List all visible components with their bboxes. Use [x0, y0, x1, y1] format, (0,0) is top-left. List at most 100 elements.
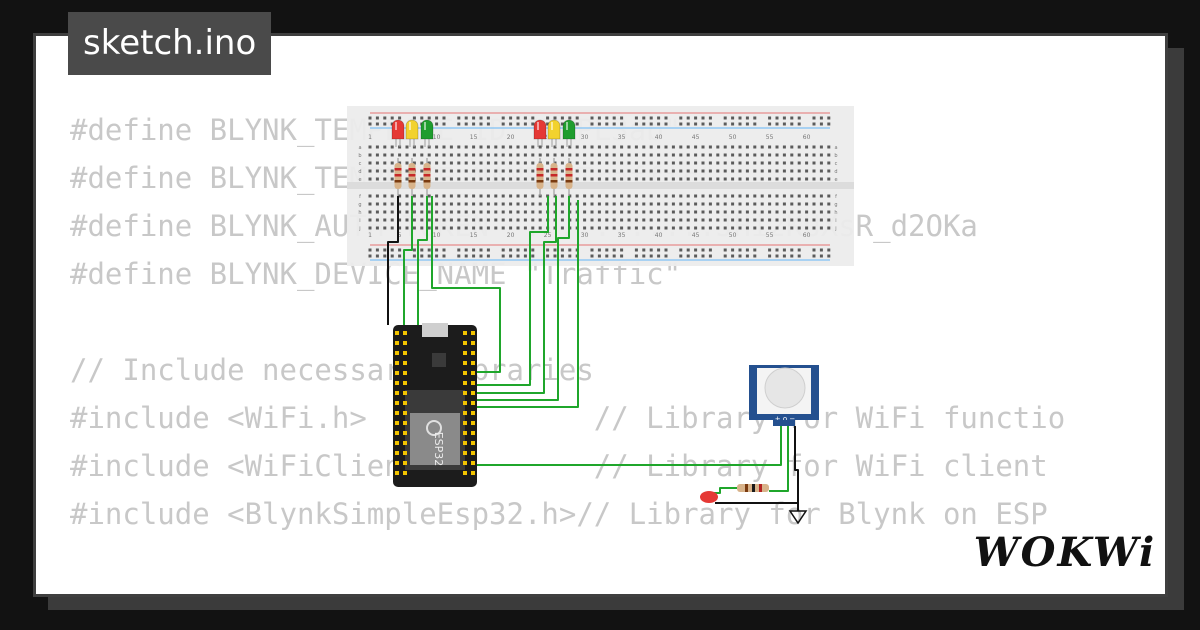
breadboard-hole: [782, 194, 786, 198]
breadboard-hole: [620, 177, 624, 181]
esp32-board[interactable]: ESP32: [393, 323, 477, 487]
breadboard-hole: [716, 153, 720, 157]
esp32-pin: [471, 381, 475, 385]
breadboard-hole: [671, 169, 675, 173]
column-number: 20: [507, 134, 515, 141]
rail-hole: [701, 248, 705, 252]
rail-hole: [642, 122, 646, 126]
breadboard-hole: [368, 169, 372, 173]
column-number: 15: [470, 232, 478, 239]
breadboard-hole: [597, 210, 601, 214]
breadboard-hole: [642, 218, 646, 222]
rail-hole: [775, 122, 779, 126]
pir-pin-strip: [773, 420, 795, 426]
breadboard-hole: [731, 177, 735, 181]
breadboard-hole: [738, 226, 742, 230]
rail-hole: [464, 254, 468, 258]
esp32-pin: [471, 341, 475, 345]
breadboard-hole: [597, 169, 601, 173]
breadboard-hole: [494, 177, 498, 181]
breadboard-hole: [819, 226, 823, 230]
breadboard-hole: [523, 194, 527, 198]
breadboard-hole: [420, 210, 424, 214]
row-letter: j: [834, 226, 836, 232]
resistor-band: [423, 168, 431, 171]
breadboard-hole: [775, 153, 779, 157]
breadboard-hole: [472, 145, 476, 149]
resistor-band: [565, 168, 573, 171]
rail-hole: [664, 248, 668, 252]
column-number: 15: [470, 134, 478, 141]
breadboard-hole: [368, 177, 372, 181]
esp32-pin: [403, 421, 407, 425]
resistor-band: [745, 484, 748, 492]
breadboard-hole: [694, 169, 698, 173]
breadboard-hole: [583, 226, 587, 230]
pir-pin-labels: + o −: [775, 415, 796, 423]
breadboard-hole: [509, 145, 513, 149]
breadboard-hole: [731, 161, 735, 165]
esp32-pin: [463, 441, 467, 445]
rail-hole: [738, 254, 742, 258]
breadboard-hole: [671, 153, 675, 157]
file-tab[interactable]: sketch.ino: [68, 12, 272, 75]
breadboard-hole: [516, 210, 520, 214]
breadboard-hole: [701, 153, 705, 157]
rail-hole: [420, 248, 424, 252]
breadboard-hole: [701, 226, 705, 230]
breadboard-hole: [716, 202, 720, 206]
breadboard-hole: [812, 145, 816, 149]
wire: [794, 426, 799, 511]
rail-hole: [383, 248, 387, 252]
breadboard-hole: [486, 177, 490, 181]
breadboard-hole: [731, 226, 735, 230]
breadboard-hole: [442, 177, 446, 181]
rail-hole: [501, 116, 505, 120]
breadboard-hole: [760, 210, 764, 214]
rail-hole: [775, 248, 779, 252]
usb-port: [422, 323, 448, 337]
rail-hole: [501, 254, 505, 258]
esp32-pin: [463, 381, 467, 385]
rail-hole: [686, 116, 690, 120]
breadboard-hole: [768, 145, 772, 149]
column-number: 30: [581, 232, 589, 239]
esp32-pin: [403, 371, 407, 375]
breadboard-hole: [694, 153, 698, 157]
breadboard-hole: [642, 210, 646, 214]
pir-motion-sensor[interactable]: + o −: [749, 365, 819, 426]
breadboard-hole: [768, 153, 772, 157]
breadboard-hole: [634, 161, 638, 165]
breadboard-hole: [605, 194, 609, 198]
rail-hole: [590, 116, 594, 120]
breadboard-hole: [479, 226, 483, 230]
code-line: #include <BlynkSimpleEsp32.h>// Library …: [70, 497, 1048, 531]
breadboard-hole: [819, 169, 823, 173]
breadboard-hole: [753, 202, 757, 206]
breadboard-hole: [827, 161, 831, 165]
rail-hole: [546, 254, 550, 258]
breadboard-hole: [501, 226, 505, 230]
rail-hole: [731, 254, 735, 258]
resistor-band: [394, 174, 402, 177]
rail-hole: [553, 254, 557, 258]
esp32-pin: [395, 391, 399, 395]
breadboard-hole: [738, 202, 742, 206]
breadboard-hole: [701, 161, 705, 165]
breadboard-hole: [435, 153, 439, 157]
breadboard-hole: [405, 202, 409, 206]
breadboard-hole: [634, 177, 638, 181]
esp32-pin: [403, 471, 407, 475]
breadboard-hole: [686, 153, 690, 157]
column-number: 50: [729, 134, 737, 141]
row-letter: f: [835, 194, 837, 200]
esp32-pin: [395, 451, 399, 455]
breadboard-hole: [472, 194, 476, 198]
resistor-band: [408, 168, 416, 171]
breadboard-hole: [590, 169, 594, 173]
rail-hole: [398, 116, 402, 120]
breadboard-hole: [412, 202, 416, 206]
rail-hole: [427, 116, 431, 120]
breadboard-hole: [649, 218, 653, 222]
breadboard-hole: [449, 145, 453, 149]
